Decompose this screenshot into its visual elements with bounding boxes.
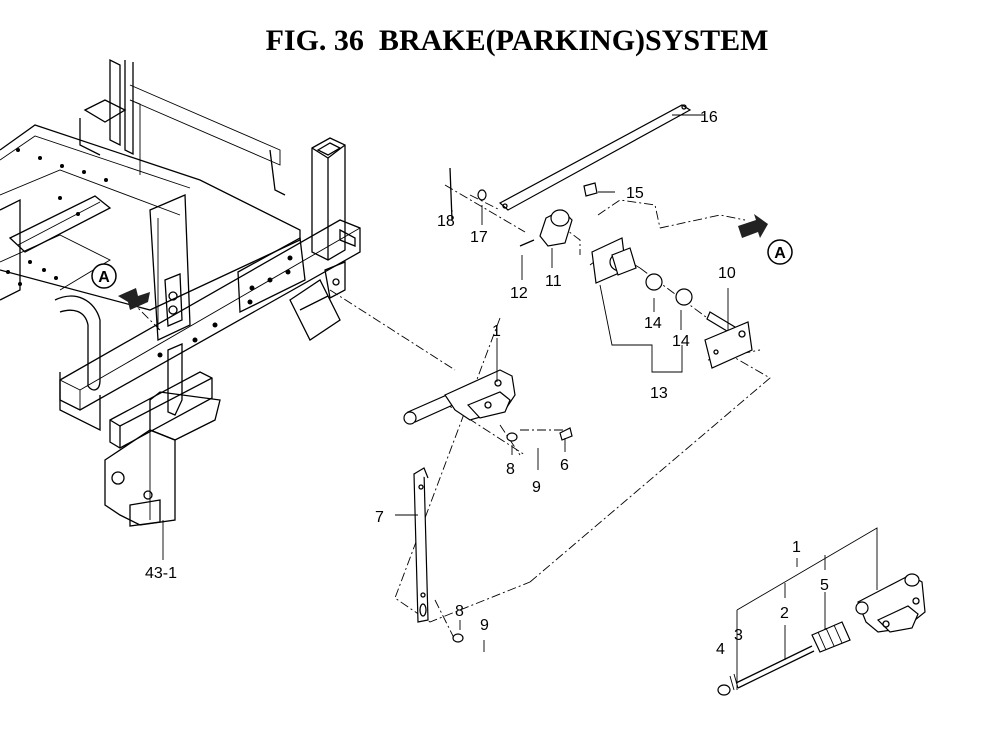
callout-16: 16 (700, 109, 718, 126)
callout-17: 17 (470, 229, 488, 246)
callout-8-upper: 8 (506, 461, 515, 478)
callout-12: 12 (510, 285, 528, 302)
callout-10: 10 (718, 265, 736, 282)
brake-linkage-parts (449, 104, 753, 369)
figure-title: FIG. 36 BRAKE(PARKING)SYSTEM (265, 24, 769, 57)
callout-3: 3 (734, 627, 743, 644)
callout-7: 7 (375, 509, 384, 526)
tractor-frame (0, 58, 361, 527)
callout-14-left: 14 (644, 315, 662, 332)
callout-9-upper: 9 (532, 479, 541, 496)
leader-lines (129, 184, 771, 641)
callout-43-1: 43-1 (145, 565, 177, 582)
callout-14-right: 14 (672, 333, 690, 350)
view-marker-right-label: A (774, 245, 786, 262)
view-marker-right: A (738, 214, 793, 265)
callout-9-lower: 9 (480, 617, 489, 634)
callout-6: 6 (560, 457, 569, 474)
callout-leaders (162, 114, 878, 690)
callout-11: 11 (545, 273, 562, 290)
parking-lever-assembly (403, 369, 573, 643)
callout-13: 13 (650, 385, 668, 402)
callout-5: 5 (820, 577, 829, 594)
callout-1-detail: 1 (792, 539, 801, 556)
callout-4: 4 (716, 641, 725, 658)
view-marker-left-label: A (98, 269, 110, 286)
callout-15: 15 (626, 185, 644, 202)
callout-labels: 1 16 15 18 17 11 12 10 14 14 13 6 8 9 7 … (145, 109, 829, 658)
view-marker-left: A (91, 263, 150, 310)
view-arrow-right-icon (738, 214, 768, 238)
callout-18: 18 (437, 213, 455, 230)
callout-8-lower: 8 (455, 603, 464, 620)
detail-lever-assembly (717, 573, 926, 696)
callout-1-main: 1 (492, 323, 501, 340)
view-arrow-left-icon (118, 288, 150, 310)
callout-2: 2 (780, 605, 789, 622)
